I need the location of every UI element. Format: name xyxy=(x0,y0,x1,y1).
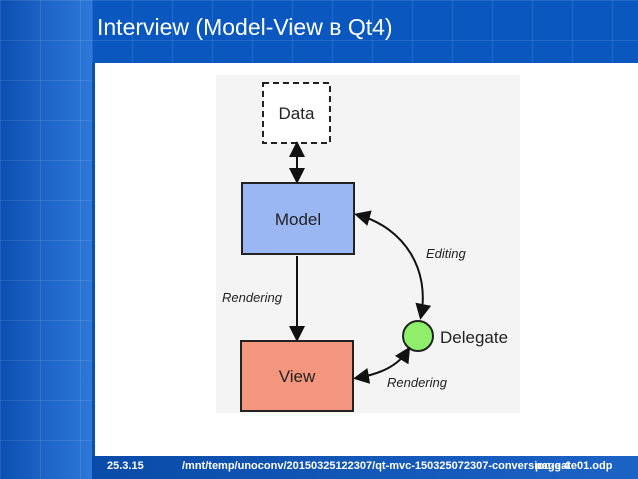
rendering-right-arrow xyxy=(353,346,411,384)
sidebar-decoration xyxy=(0,0,92,479)
delegate-label: Delegate xyxy=(440,328,508,347)
editing-arrow xyxy=(354,210,432,320)
footer-date: 25.3.15 xyxy=(107,460,144,472)
view-label: View xyxy=(279,367,316,386)
delegate-node xyxy=(402,320,434,352)
data-label: Data xyxy=(279,104,315,123)
editing-label: Editing xyxy=(426,246,467,261)
view-box xyxy=(240,340,354,412)
slide-title: Interview (Model-View в Qt4) xyxy=(97,14,393,40)
vertical-divider xyxy=(92,63,95,456)
model-label: Model xyxy=(275,210,321,229)
model-box xyxy=(241,182,355,255)
rendering-right-label: Rendering xyxy=(387,375,448,390)
slide-header xyxy=(92,0,638,63)
slide-footer xyxy=(92,456,638,479)
data-box xyxy=(262,82,331,144)
rendering-left-label: Rendering xyxy=(222,290,283,305)
footer-page-number: page 4 xyxy=(535,460,570,472)
footer-path: /mnt/temp/unoconv/20150325122307/qt-mvc-… xyxy=(182,460,613,472)
